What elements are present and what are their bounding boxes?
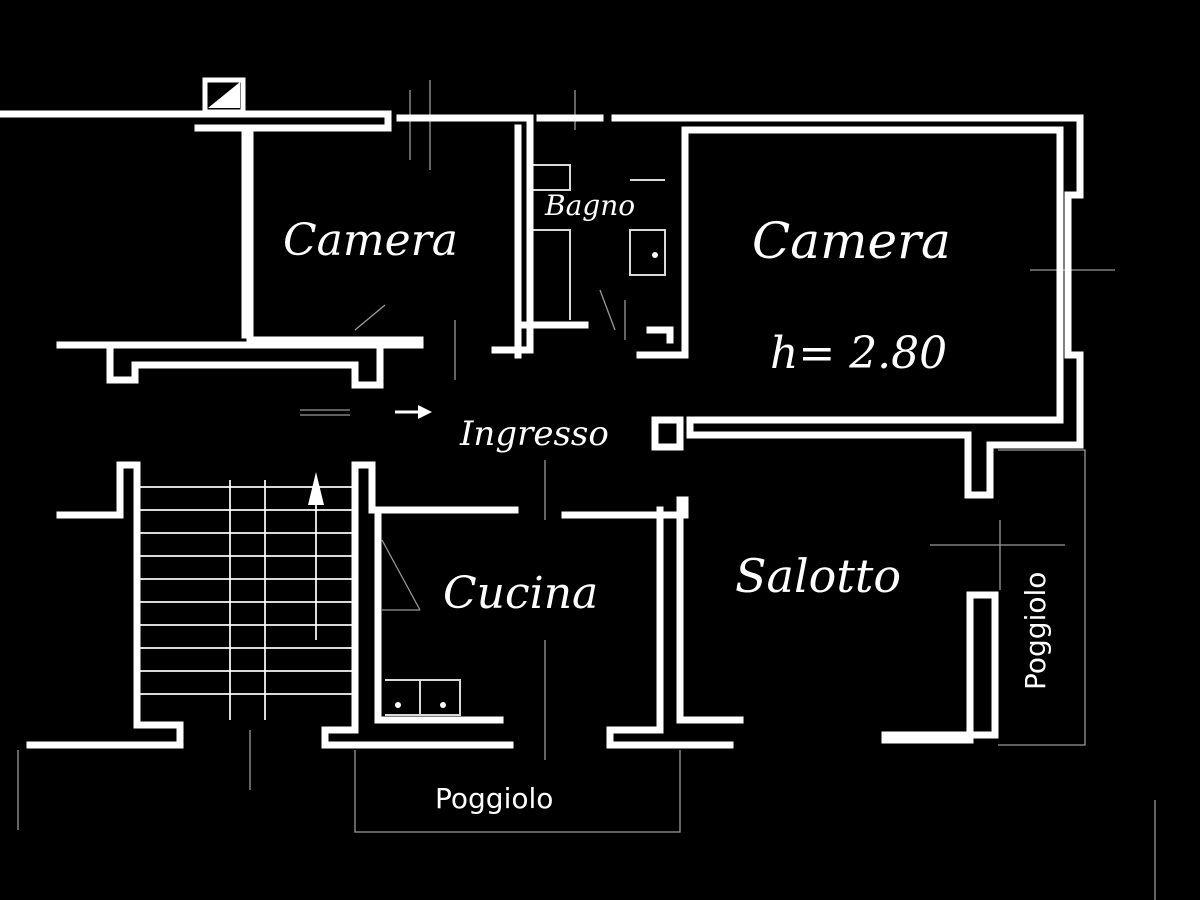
balcony-right xyxy=(998,449,1086,746)
wall-stair-right xyxy=(321,461,519,749)
room-label-ingresso: Ingresso xyxy=(459,414,609,454)
wall-camera-left-bottom xyxy=(56,341,424,389)
stair-up-arrow-icon xyxy=(308,472,324,640)
room-label-cucina: Cucina xyxy=(443,568,598,619)
walls xyxy=(0,110,1084,749)
wall-top-corridor xyxy=(194,124,249,339)
wall-ingresso-pillar xyxy=(651,416,684,451)
balcony-label-bottom: Poggiolo xyxy=(435,782,553,815)
bath-fixtures xyxy=(530,164,666,340)
entry-arrow-icon xyxy=(300,405,432,419)
room-height-label: h= 2.80 xyxy=(770,328,947,379)
wall-top-segment xyxy=(396,114,534,354)
chimney xyxy=(202,77,246,115)
kitchen-fixtures xyxy=(381,539,461,716)
room-label-bagno: Bagno xyxy=(544,189,635,222)
wall-top-left xyxy=(0,110,424,344)
room-label-camera-left: Camera xyxy=(283,215,458,266)
stair-treads xyxy=(140,480,352,720)
balcony-bottom xyxy=(354,750,681,833)
wall-stair-left xyxy=(26,461,184,749)
room-label-salotto: Salotto xyxy=(735,549,901,603)
guide-lines xyxy=(17,80,1156,900)
wall-cucina-left xyxy=(374,511,504,724)
wall-bath-left xyxy=(514,124,674,359)
balcony-label-right: Poggiolo xyxy=(1019,572,1052,690)
wall-cucina-right xyxy=(561,496,744,749)
room-label-camera-right: Camera xyxy=(752,212,951,270)
wall-salotto-right xyxy=(881,591,999,744)
wall-top-right xyxy=(611,114,1084,499)
